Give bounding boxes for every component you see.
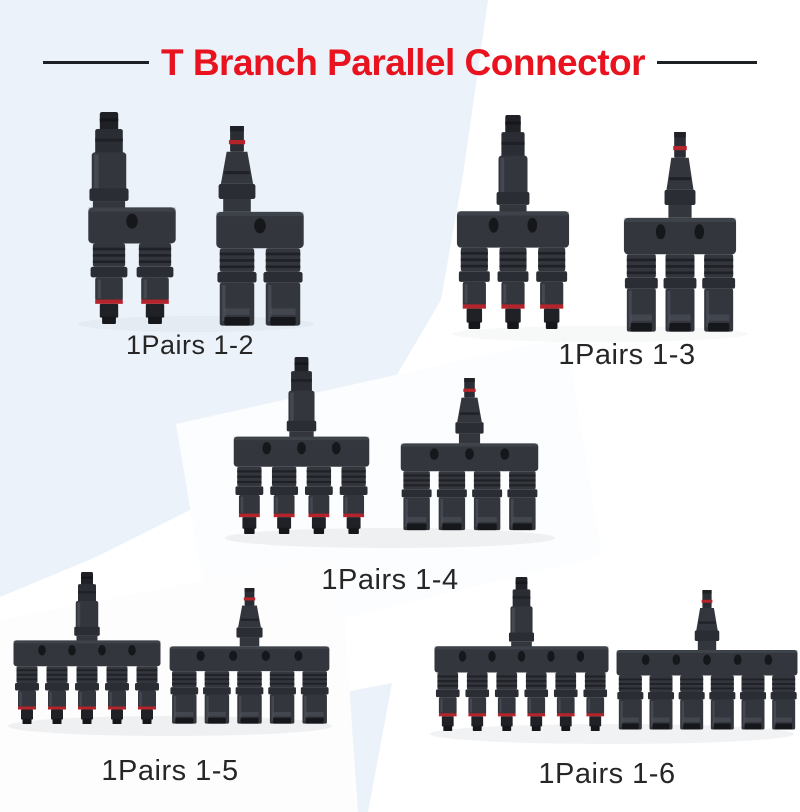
title-dash-right: [657, 61, 758, 64]
connector-photo-male-trunk-5-branch: [169, 588, 330, 724]
connector-photo-female-trunk-2-branch: [88, 112, 176, 324]
shadow-1-6: [430, 724, 794, 744]
connector-photo-male-trunk-3-branch: [623, 132, 737, 332]
connector-photo-male-trunk-4-branch: [400, 378, 539, 531]
connector-photo-female-trunk-3-branch: [456, 115, 570, 329]
connector-photo-male-trunk-2-branch: [216, 126, 304, 326]
title-dash-left: [42, 61, 149, 64]
title-banner: T Branch Parallel Connector: [0, 44, 800, 81]
connector-photo-female-trunk-5-branch: [13, 572, 161, 724]
group-label-1-3: 1Pairs 1-3: [558, 339, 696, 371]
connector-photo-female-trunk-4-branch: [233, 357, 370, 534]
connector-photo-female-trunk-6-branch: [434, 577, 609, 731]
group-label-1-2: 1Pairs 1-2: [125, 330, 255, 360]
page-title: T Branch Parallel Connector: [160, 42, 646, 83]
group-label-1-5: 1Pairs 1-5: [101, 755, 239, 787]
shadow-1-4: [225, 528, 555, 548]
group-label-1-6: 1Pairs 1-6: [538, 758, 676, 790]
connector-photo-male-trunk-6-branch: [616, 590, 798, 730]
group-label-1-4: 1Pairs 1-4: [321, 564, 459, 596]
shadow-1-2: [78, 316, 314, 332]
